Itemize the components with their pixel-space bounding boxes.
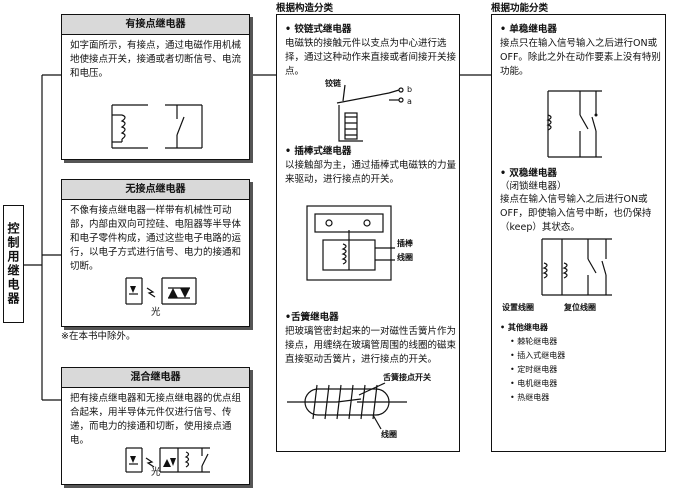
set-coil-label: 设置线圈 <box>502 303 534 312</box>
hinge-label-a: a <box>407 97 412 106</box>
plunger-relay-title: • 插棒式继电器 <box>285 146 352 157</box>
bi-relay-diagram <box>541 238 612 296</box>
other-relay-item: • 棘轮继电器 <box>510 337 558 346</box>
control-relay-label: 控制用继电器 <box>3 205 24 323</box>
plunger-label: 插棒 <box>397 239 413 248</box>
other-relays-title: • 其他继电器 <box>500 323 548 332</box>
other-relay-item: • 热继电器 <box>510 393 550 402</box>
contact-relay-title: 有接点继电器 <box>62 15 249 35</box>
contactless-light-label: 光 <box>151 307 161 318</box>
hybrid-relay-box: 混合继电器 把有接点继电器和无接点继电器的优点组合起来，用半导体元件仅进行信号、… <box>61 367 250 485</box>
reset-coil-label: 复位线圈 <box>564 303 596 312</box>
plunger-relay-desc: 以接触部为主，通过插棒式电磁铁的力量来驱动，进行接点的开关。 <box>285 160 457 185</box>
reed-relay-desc: 把玻璃管密封起来的一对磁性舌簧片作为接点，用缠绕在玻璃管周围的线圈的磁束直接驱动… <box>285 326 457 365</box>
reed-coil-label: 线圈 <box>381 430 397 439</box>
plunger-coil-label: 线圈 <box>397 253 413 262</box>
contactless-relay-title: 无接点继电器 <box>62 180 249 200</box>
function-box: • 单稳继电器 接点只在输入信号输入之后进行ON或OFF。除此之外在动作要素上没… <box>491 14 666 452</box>
other-relay-item: • 电机继电器 <box>510 379 558 388</box>
contactless-relay-symbol <box>125 277 197 305</box>
reed-relay-title: •舌簧继电器 <box>285 312 339 323</box>
bi-relay-desc: 接点在输入信号输入之后进行ON或OFF，即使输入信号中断，也仍保持（keep）其… <box>500 194 652 233</box>
contact-relay-desc: 如字面所示，有接点，通过电磁作用机械地使接点开关，接通或者切断信号、电流和电压。 <box>70 40 242 79</box>
hinge-relay-title: • 铰链式继电器 <box>285 24 352 35</box>
hybrid-light-label: 光 <box>151 467 161 478</box>
contact-relay-symbol <box>111 104 203 149</box>
bi-relay-title: • 双稳继电器 <box>500 168 557 179</box>
hybrid-relay-desc: 把有接点继电器和无接点继电器的优点组合起来，用半导体元件仅进行信号、传递，而电力… <box>70 393 242 446</box>
contactless-relay-box: 无接点继电器 不像有接点继电器一样带有机械性可动部，内部由双向可控硅、电阻器等半… <box>61 179 250 327</box>
reed-relay-diagram <box>287 382 407 430</box>
hinge-label-b: b <box>407 85 413 94</box>
plunger-relay-diagram <box>306 205 395 281</box>
mono-relay-desc: 接点只在输入信号输入之后进行ON或OFF。除此之外在动作要素上没有特别功能。 <box>500 38 661 77</box>
contactless-note: ※在本书中除外。 <box>61 331 136 342</box>
reed-switch-label: 舌簧接点开关 <box>383 373 431 382</box>
structure-column-title: 根据构造分类 <box>276 3 334 14</box>
other-relay-item: • 插入式继电器 <box>510 351 566 360</box>
contact-relay-box: 有接点继电器 如字面所示，有接点，通过电磁作用机械地使接点开关，接通或者切断信号… <box>61 14 250 160</box>
hinge-relay-desc: 电磁铁的接触元件以支点为中心进行选择，通过这种动作来直接或者间接开关接点。 <box>285 38 457 77</box>
function-column-title: 根据功能分类 <box>491 3 549 14</box>
hinge-label: 铰链 <box>325 79 341 88</box>
contactless-relay-desc: 不像有接点继电器一样带有机械性可动部，内部由双向可控硅、电阻器等半导体和电子零件… <box>70 205 242 272</box>
structure-box: • 铰链式继电器 电磁铁的接触元件以支点为中心进行选择，通过这种动作来直接或者间… <box>276 14 460 452</box>
mono-relay-diagram <box>546 90 602 158</box>
hybrid-relay-title: 混合继电器 <box>62 368 249 388</box>
mono-relay-title: • 单稳继电器 <box>500 24 557 35</box>
hybrid-relay-symbol <box>125 447 210 473</box>
other-relay-item: • 定时继电器 <box>510 365 558 374</box>
bi-relay-subtitle: （闭锁继电器） <box>500 181 567 192</box>
hinge-relay-diagram <box>336 84 404 142</box>
